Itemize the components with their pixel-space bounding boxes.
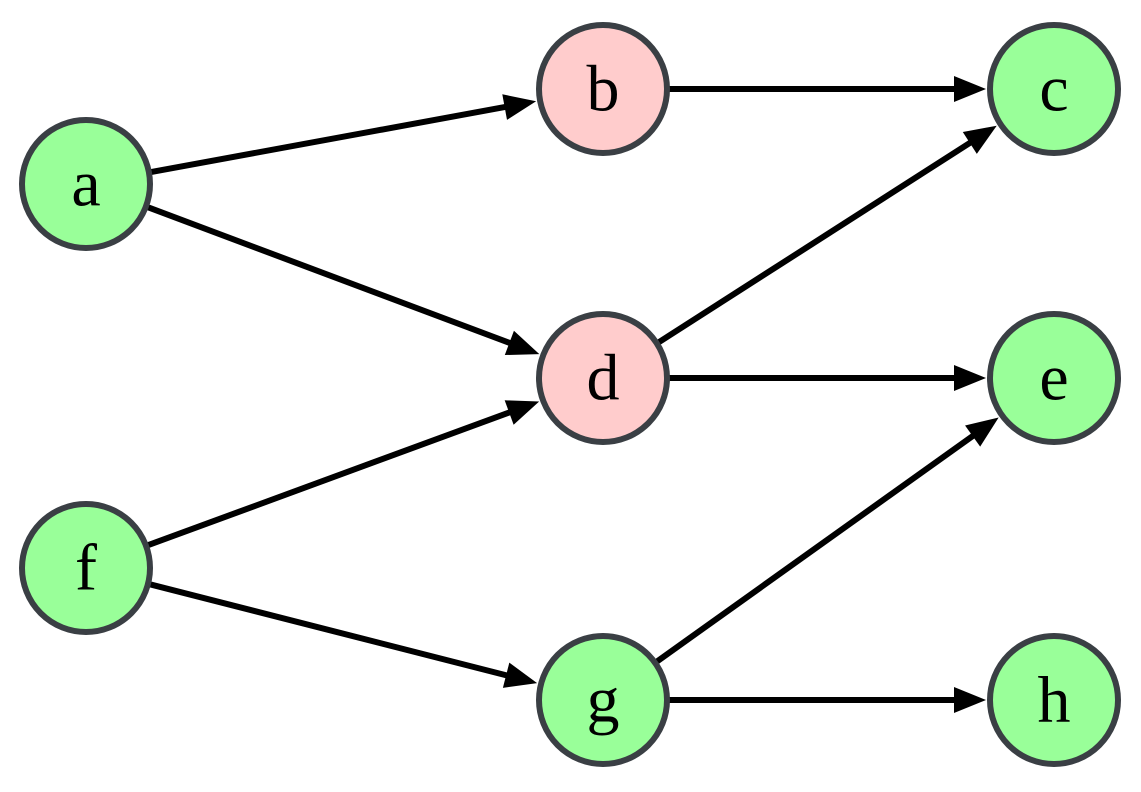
- arrowhead-icon: [954, 365, 986, 391]
- node-label: g: [587, 664, 620, 737]
- arrowhead-icon: [502, 94, 537, 120]
- node-label: b: [587, 53, 620, 126]
- edge-f-d: [146, 400, 540, 549]
- node-label: f: [75, 532, 97, 605]
- edge-g-e: [654, 417, 999, 665]
- node-e: e: [987, 311, 1121, 445]
- edge-a-b: [150, 94, 537, 176]
- node-f: f: [19, 501, 153, 635]
- arrowhead-icon: [504, 400, 540, 425]
- edge-d-c: [656, 125, 997, 345]
- node-d: d: [536, 311, 670, 445]
- node-circle: [987, 633, 1121, 767]
- node-c: c: [987, 22, 1121, 156]
- node-circle: [987, 22, 1121, 156]
- node-label: a: [71, 148, 100, 221]
- node-a: a: [19, 117, 153, 251]
- edge-d-e: [669, 365, 986, 391]
- node-g: g: [536, 633, 670, 767]
- node-circle: [19, 117, 153, 251]
- edge-a-d: [146, 204, 540, 356]
- arrowhead-icon: [962, 125, 997, 154]
- edges-layer: [146, 76, 999, 713]
- arrowhead-icon: [954, 76, 986, 102]
- edge-line: [656, 139, 974, 345]
- node-b: b: [536, 22, 670, 156]
- edge-f-g: [149, 581, 538, 688]
- node-h: h: [987, 633, 1121, 767]
- node-circle: [536, 311, 670, 445]
- nodes-layer: a b c d e f g h: [19, 22, 1121, 767]
- node-label: d: [587, 342, 620, 415]
- node-circle: [987, 311, 1121, 445]
- node-circle: [536, 22, 670, 156]
- edge-line: [146, 204, 513, 347]
- arrowhead-icon: [965, 417, 999, 447]
- edge-line: [654, 432, 976, 665]
- arrowhead-icon: [504, 330, 540, 356]
- edge-line: [150, 103, 508, 176]
- edge-b-c: [669, 76, 986, 102]
- arrowhead-icon: [502, 662, 538, 688]
- edge-line: [146, 408, 513, 549]
- node-label: c: [1039, 53, 1068, 126]
- node-label: h: [1038, 664, 1071, 737]
- edge-g-h: [669, 687, 986, 713]
- node-circle: [536, 633, 670, 767]
- node-label: e: [1039, 342, 1068, 415]
- edge-line: [149, 581, 509, 679]
- arrowhead-icon: [954, 687, 986, 713]
- node-circle: [19, 501, 153, 635]
